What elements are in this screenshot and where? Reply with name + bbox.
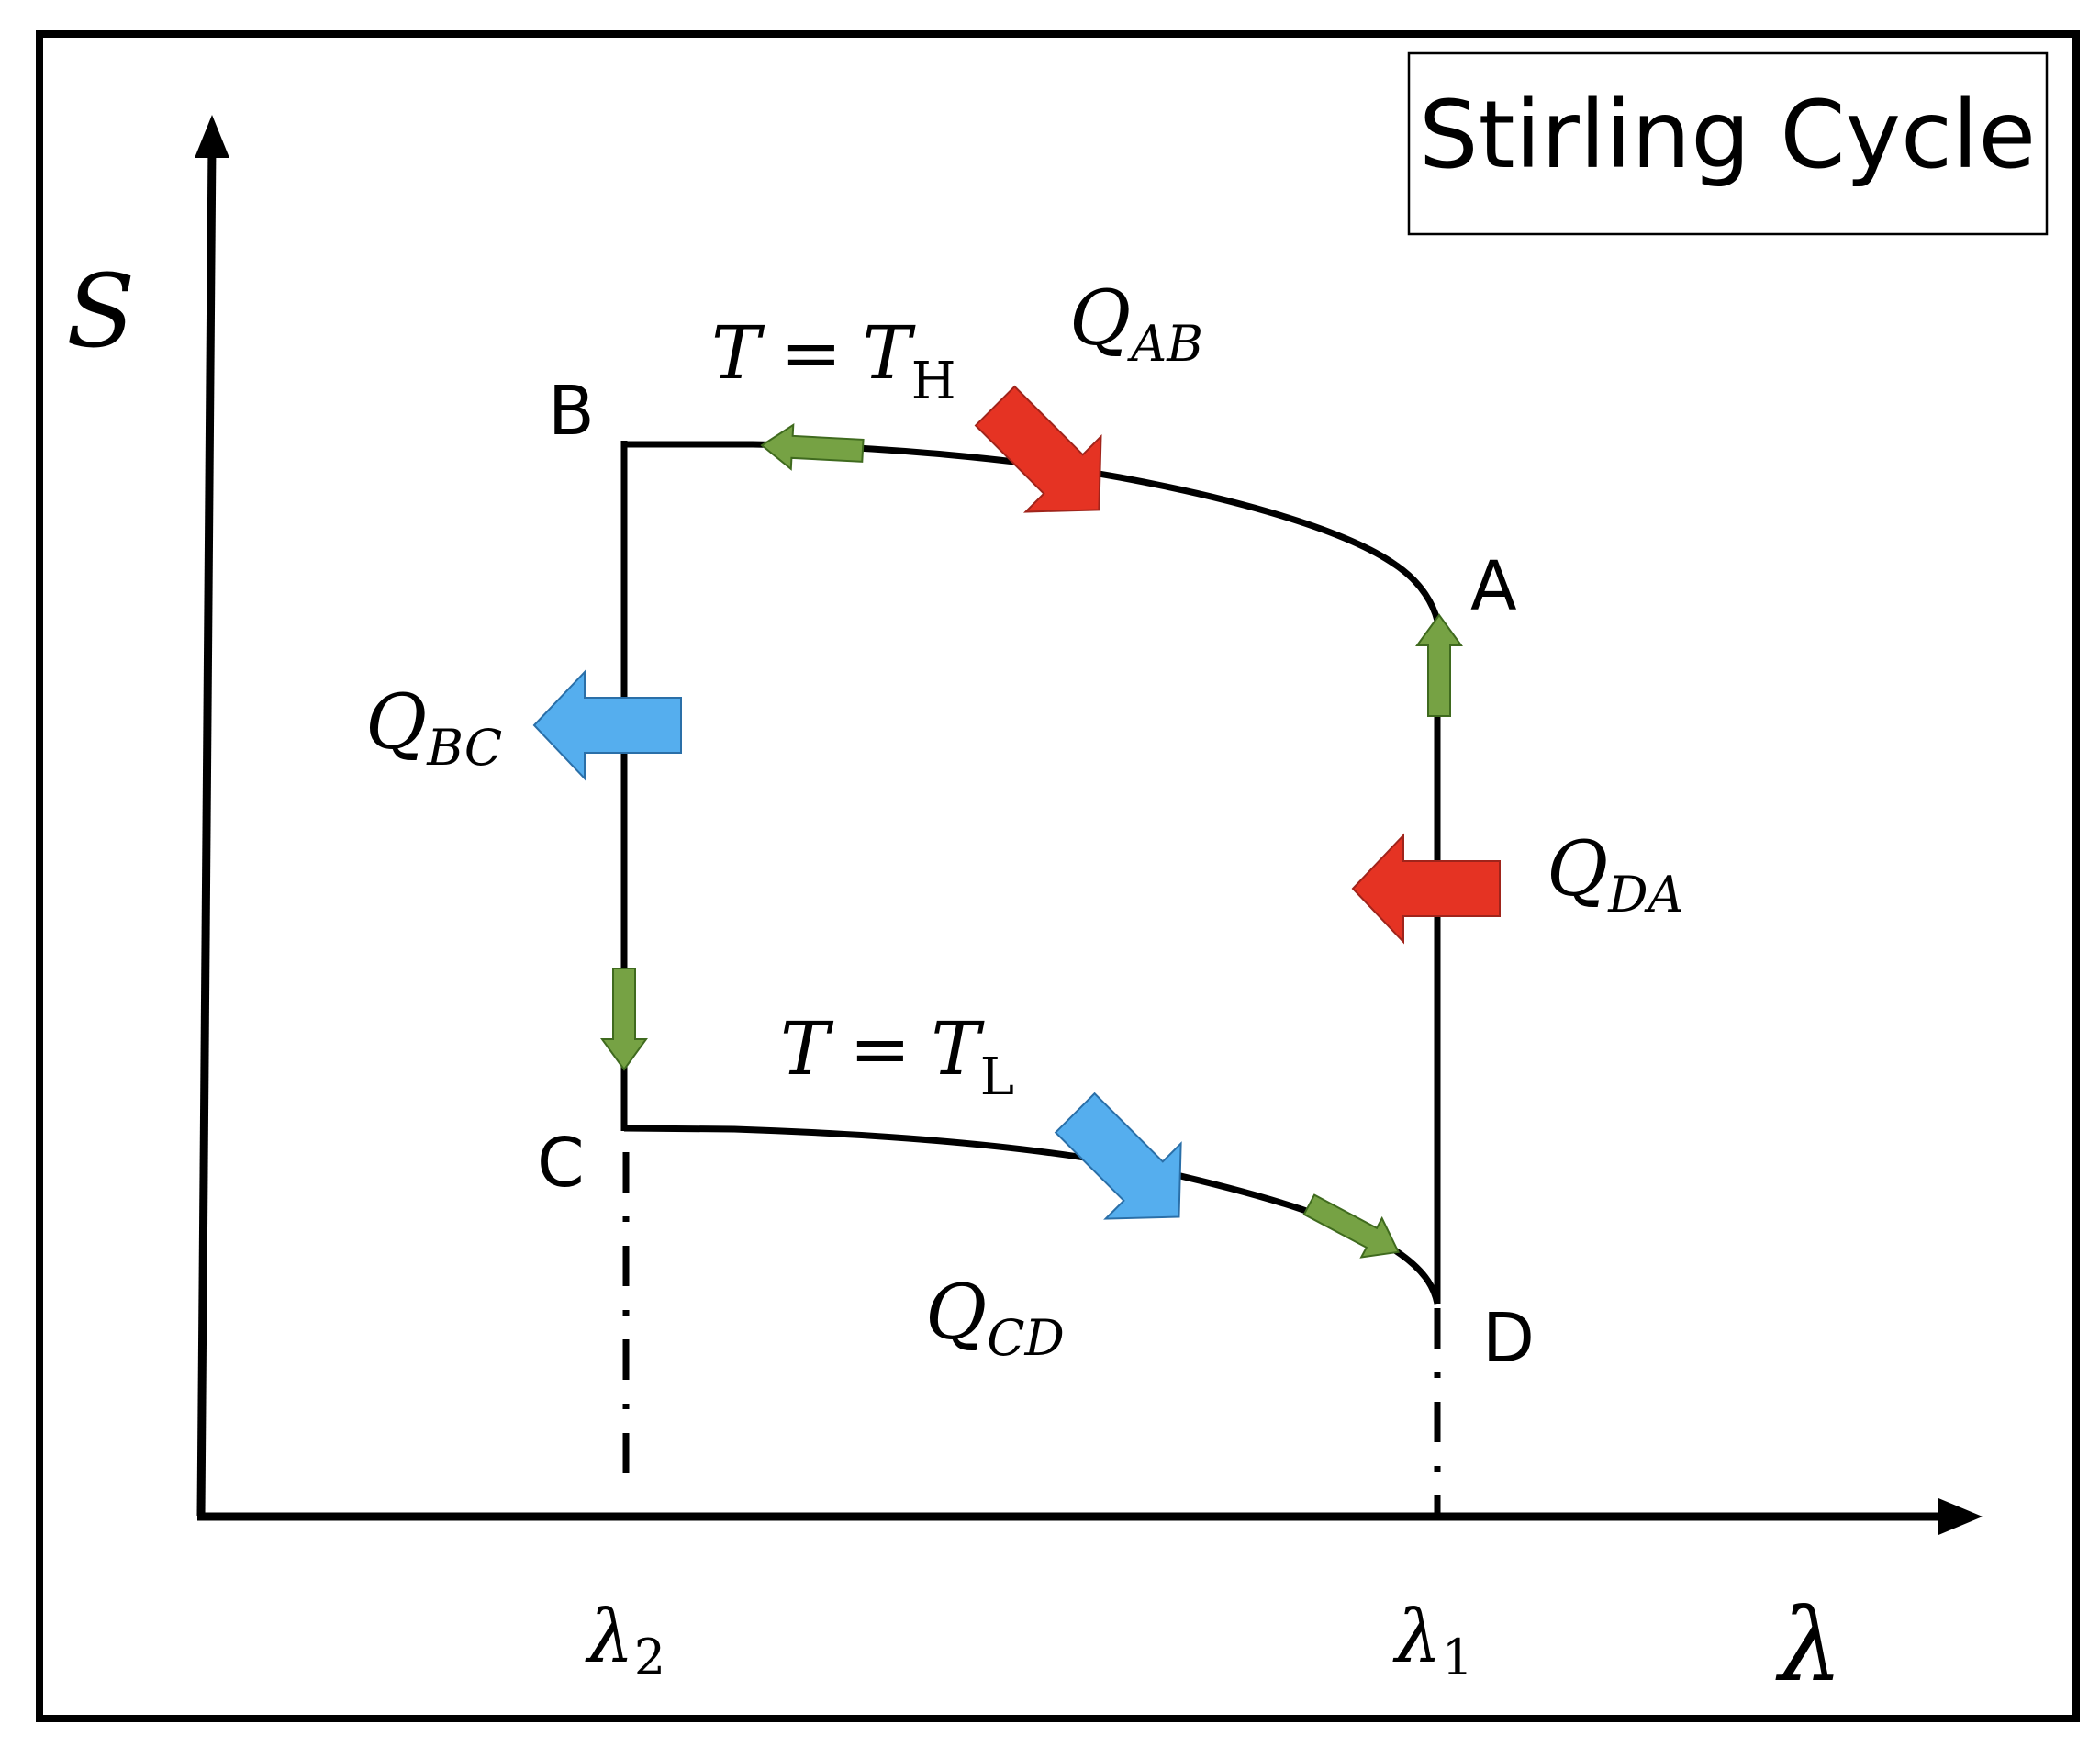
x-tick-label-lambda1: λ1 (1392, 1594, 1473, 1686)
heat-label-CD: QCD (925, 1270, 1065, 1367)
title-box: Stirling Cycle (1407, 51, 2049, 236)
isotherm-label-hot: T=TH (711, 310, 956, 411)
x-tick-lambda2-symbol: λ (585, 1594, 634, 1679)
process-arrow-B-to-C (600, 968, 648, 1071)
heat-label-CD-symbol: Q (925, 1270, 987, 1357)
x-tick-label-lambda2: λ2 (585, 1594, 665, 1686)
isotherm-hot-subscript: H (911, 352, 956, 411)
isotherm-hot-var: T (711, 310, 765, 396)
path-C-to-D-isotherm-cold (623, 1125, 1441, 1305)
x-tick-lambda1-subscript: 1 (1442, 1629, 1473, 1686)
isotherm-cold-symbol: T (931, 1006, 985, 1092)
title-box-border (1407, 51, 2049, 236)
isotherm-hot-eq: = (780, 310, 842, 396)
isotherm-cold-eq: = (849, 1006, 910, 1092)
isotherm-hot-symbol: T (862, 310, 916, 396)
heat-label-DA-symbol: Q (1547, 826, 1608, 913)
y-axis-line (196, 141, 217, 1517)
heat-label-DA: QDA (1547, 826, 1684, 924)
diagram-title: Stirling Cycle (1419, 81, 2036, 190)
isotherm-cold-var: T (780, 1006, 834, 1092)
x-tick-lambda2-subscript: 2 (634, 1629, 665, 1686)
heat-label-AB: QAB (1069, 275, 1203, 373)
process-arrow-D-to-A (1415, 613, 1463, 717)
heat-arrow-DA (1351, 833, 1501, 945)
heat-label-BC: QBC (365, 679, 502, 777)
heat-label-AB-subscript: AB (1126, 315, 1203, 373)
y-axis-label: S (66, 252, 135, 370)
isotherm-label-cold: T=TL (780, 1006, 1014, 1107)
heat-label-BC-symbol: Q (365, 679, 427, 767)
x-axis-label: λ (1775, 1586, 1843, 1704)
x-tick-lambda1-symbol: λ (1392, 1594, 1442, 1679)
heat-label-AB-symbol: Q (1069, 275, 1131, 363)
heat-arrow-BC (532, 669, 682, 781)
heat-arrow-AB (974, 385, 1102, 513)
path-A-to-B-isotherm-hot (624, 441, 1441, 622)
y-axis-arrowhead (195, 115, 229, 158)
process-arrow-A-to-B (760, 422, 865, 471)
cycle (620, 441, 1441, 1305)
heat-arrow-CD (1054, 1092, 1182, 1220)
axes (195, 115, 1983, 1535)
point-label-D: D (1482, 1299, 1535, 1378)
heat-label-CD-subscript: CD (987, 1309, 1065, 1367)
heat-label-BC-subscript: BC (426, 719, 502, 777)
process-arrow-C-to-D (1302, 1193, 1401, 1259)
point-label-B: B (548, 372, 595, 451)
x-axis-arrowhead (1938, 1498, 1983, 1535)
heat-arrows (532, 385, 1501, 1220)
heat-label-DA-subscript: DA (1607, 866, 1683, 924)
point-label-C: C (537, 1124, 585, 1203)
isotherm-cold-subscript: L (980, 1047, 1014, 1107)
point-label-A: A (1470, 547, 1517, 626)
outer-frame (36, 30, 2080, 1722)
process-arrows (600, 422, 1463, 1259)
